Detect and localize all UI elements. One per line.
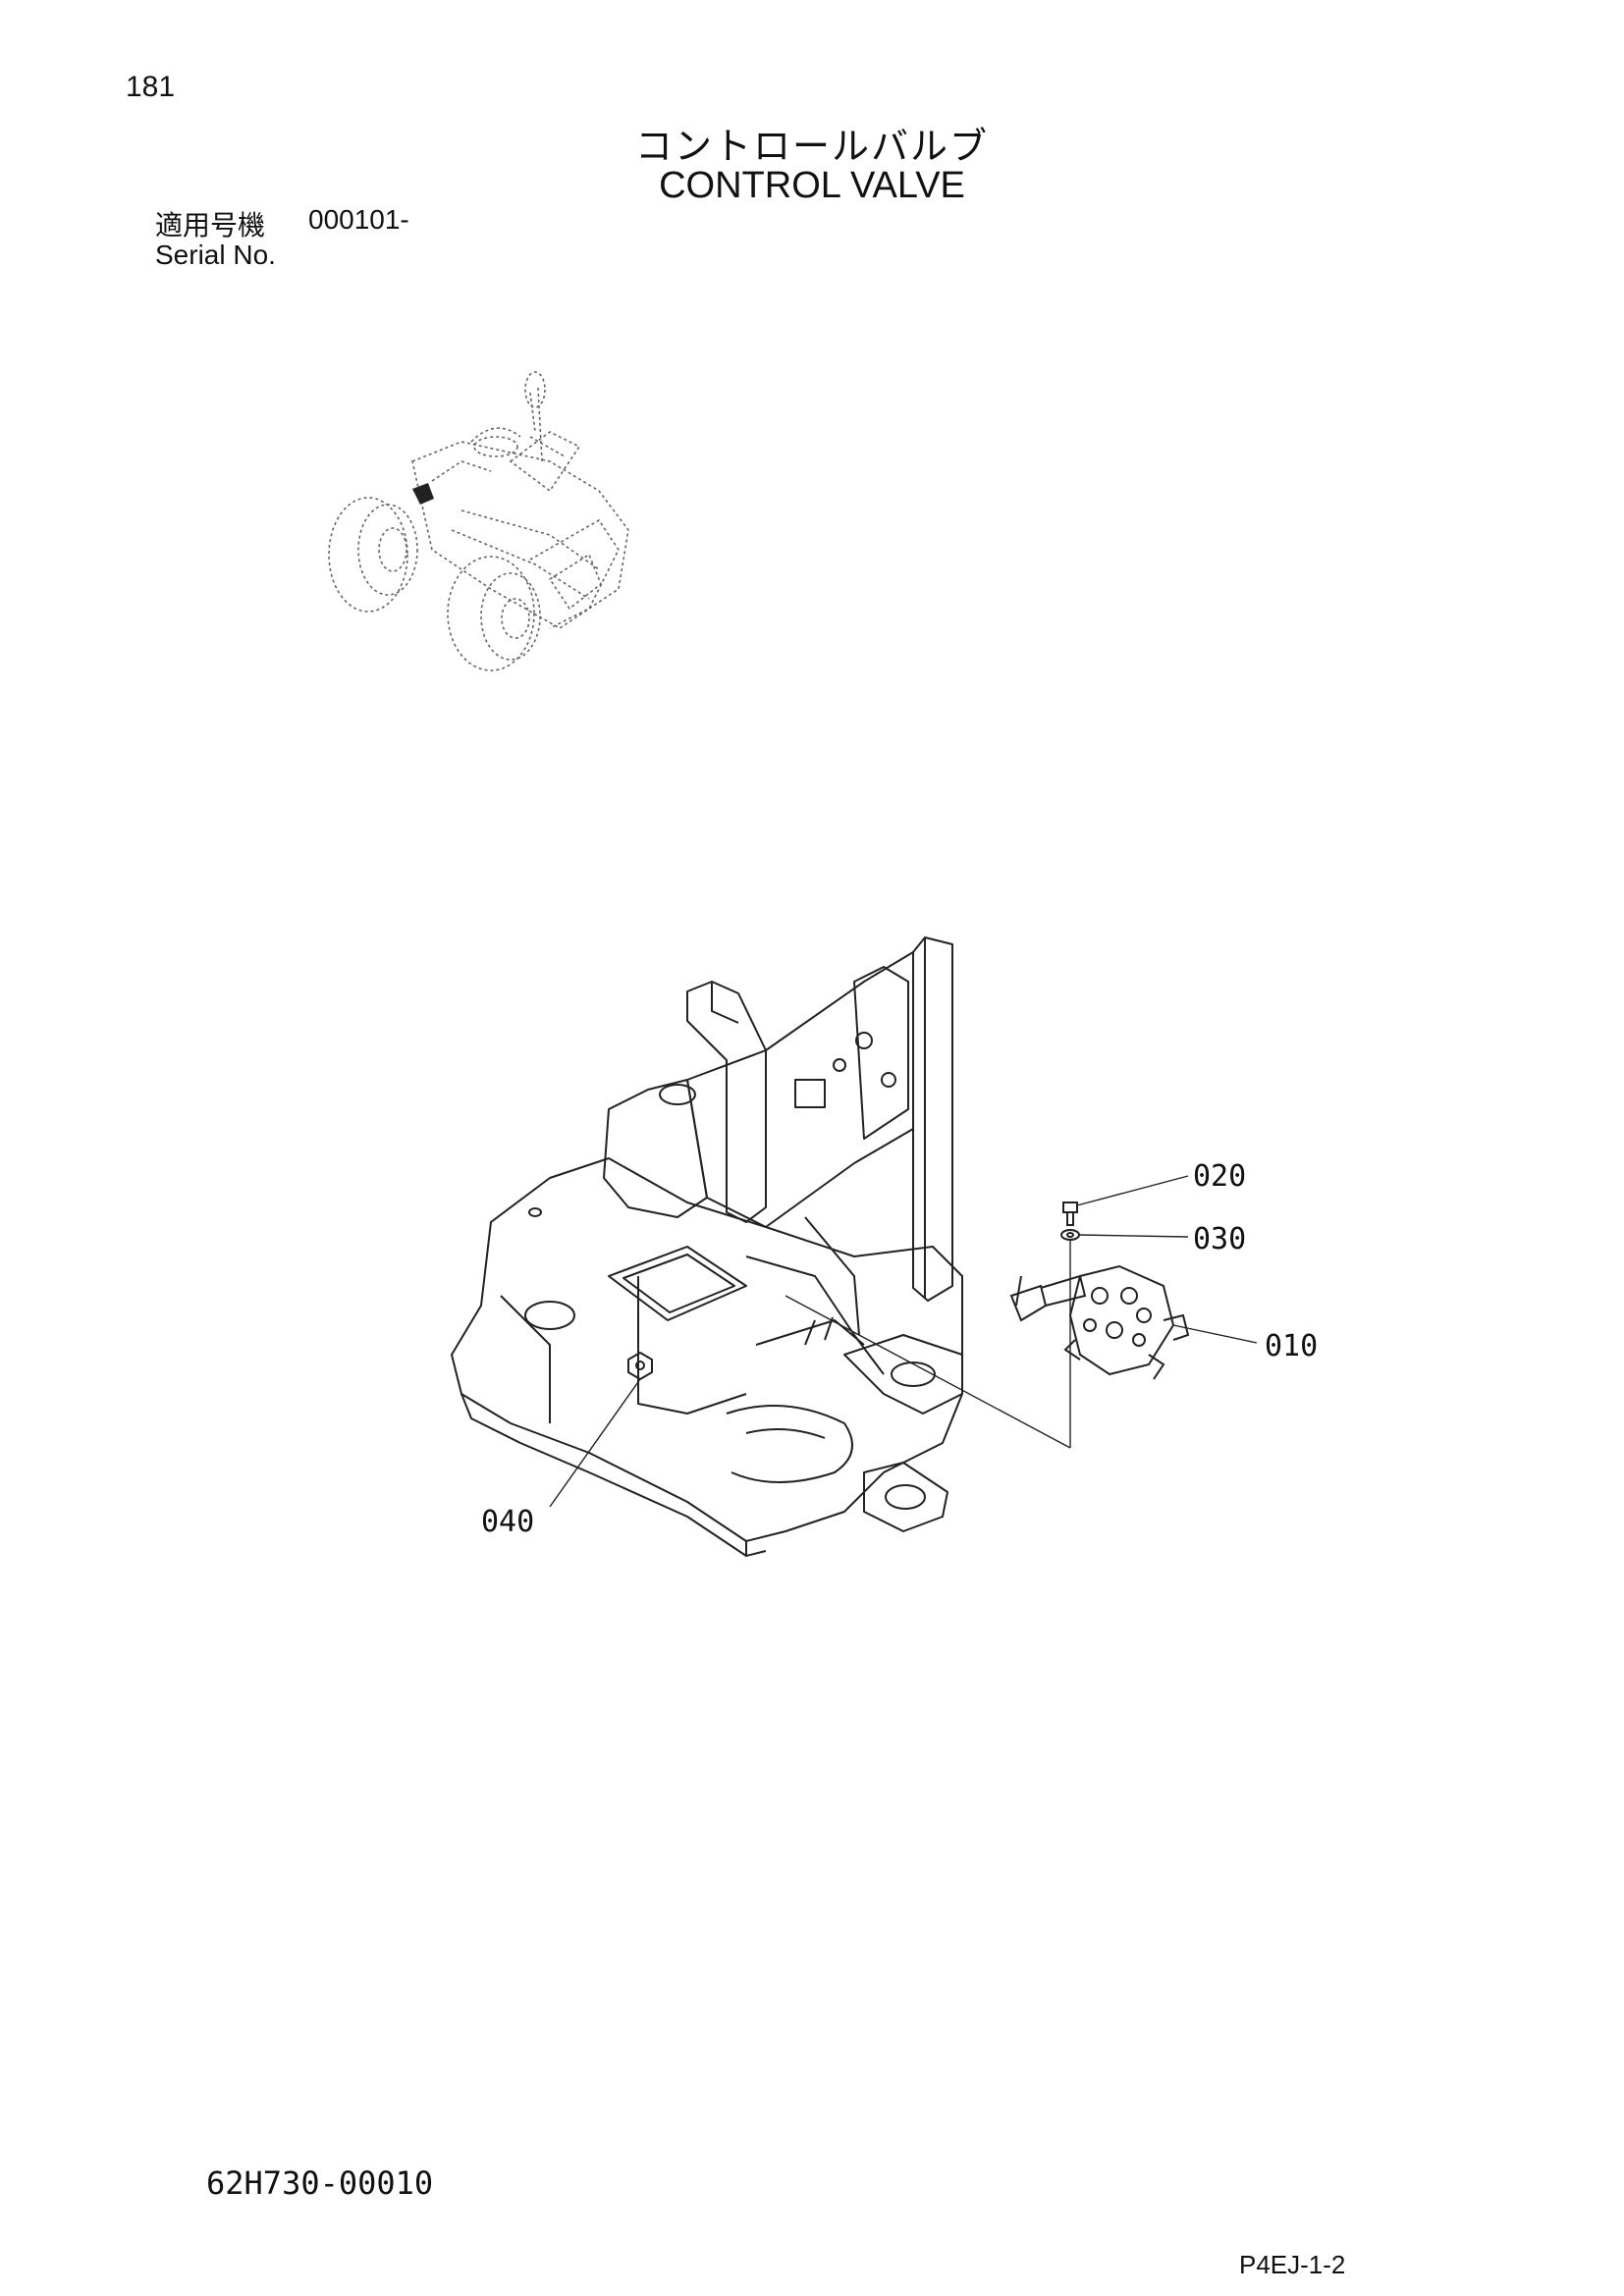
page-title-en: CONTROL VALVE — [659, 165, 965, 206]
frame-left-ear — [686, 981, 767, 1223]
control-valve-010 — [1009, 1264, 1190, 1380]
page-title-jp: コントロールバルブ — [634, 125, 989, 168]
callout-020: 020 — [1193, 1159, 1246, 1194]
callout-010: 010 — [1265, 1329, 1318, 1363]
bolt-020 — [1062, 1201, 1078, 1213]
page-number: 181 — [126, 71, 176, 103]
page-reference: P4EJ-1-2 — [1239, 2250, 1346, 2279]
callout-030: 030 — [1193, 1222, 1246, 1256]
serial-label-en: Serial No. — [155, 240, 276, 270]
serial-label-jp: 適用号機 — [155, 209, 266, 241]
frame-base-plate — [451, 1157, 963, 1542]
cover-plate — [608, 1246, 747, 1321]
serial-range: 000101- — [308, 204, 409, 235]
nut-040 — [627, 1352, 653, 1380]
callout-040: 040 — [481, 1505, 534, 1539]
part-code: 62H730-00010 — [206, 2164, 434, 2202]
washer-030 — [1060, 1229, 1080, 1241]
